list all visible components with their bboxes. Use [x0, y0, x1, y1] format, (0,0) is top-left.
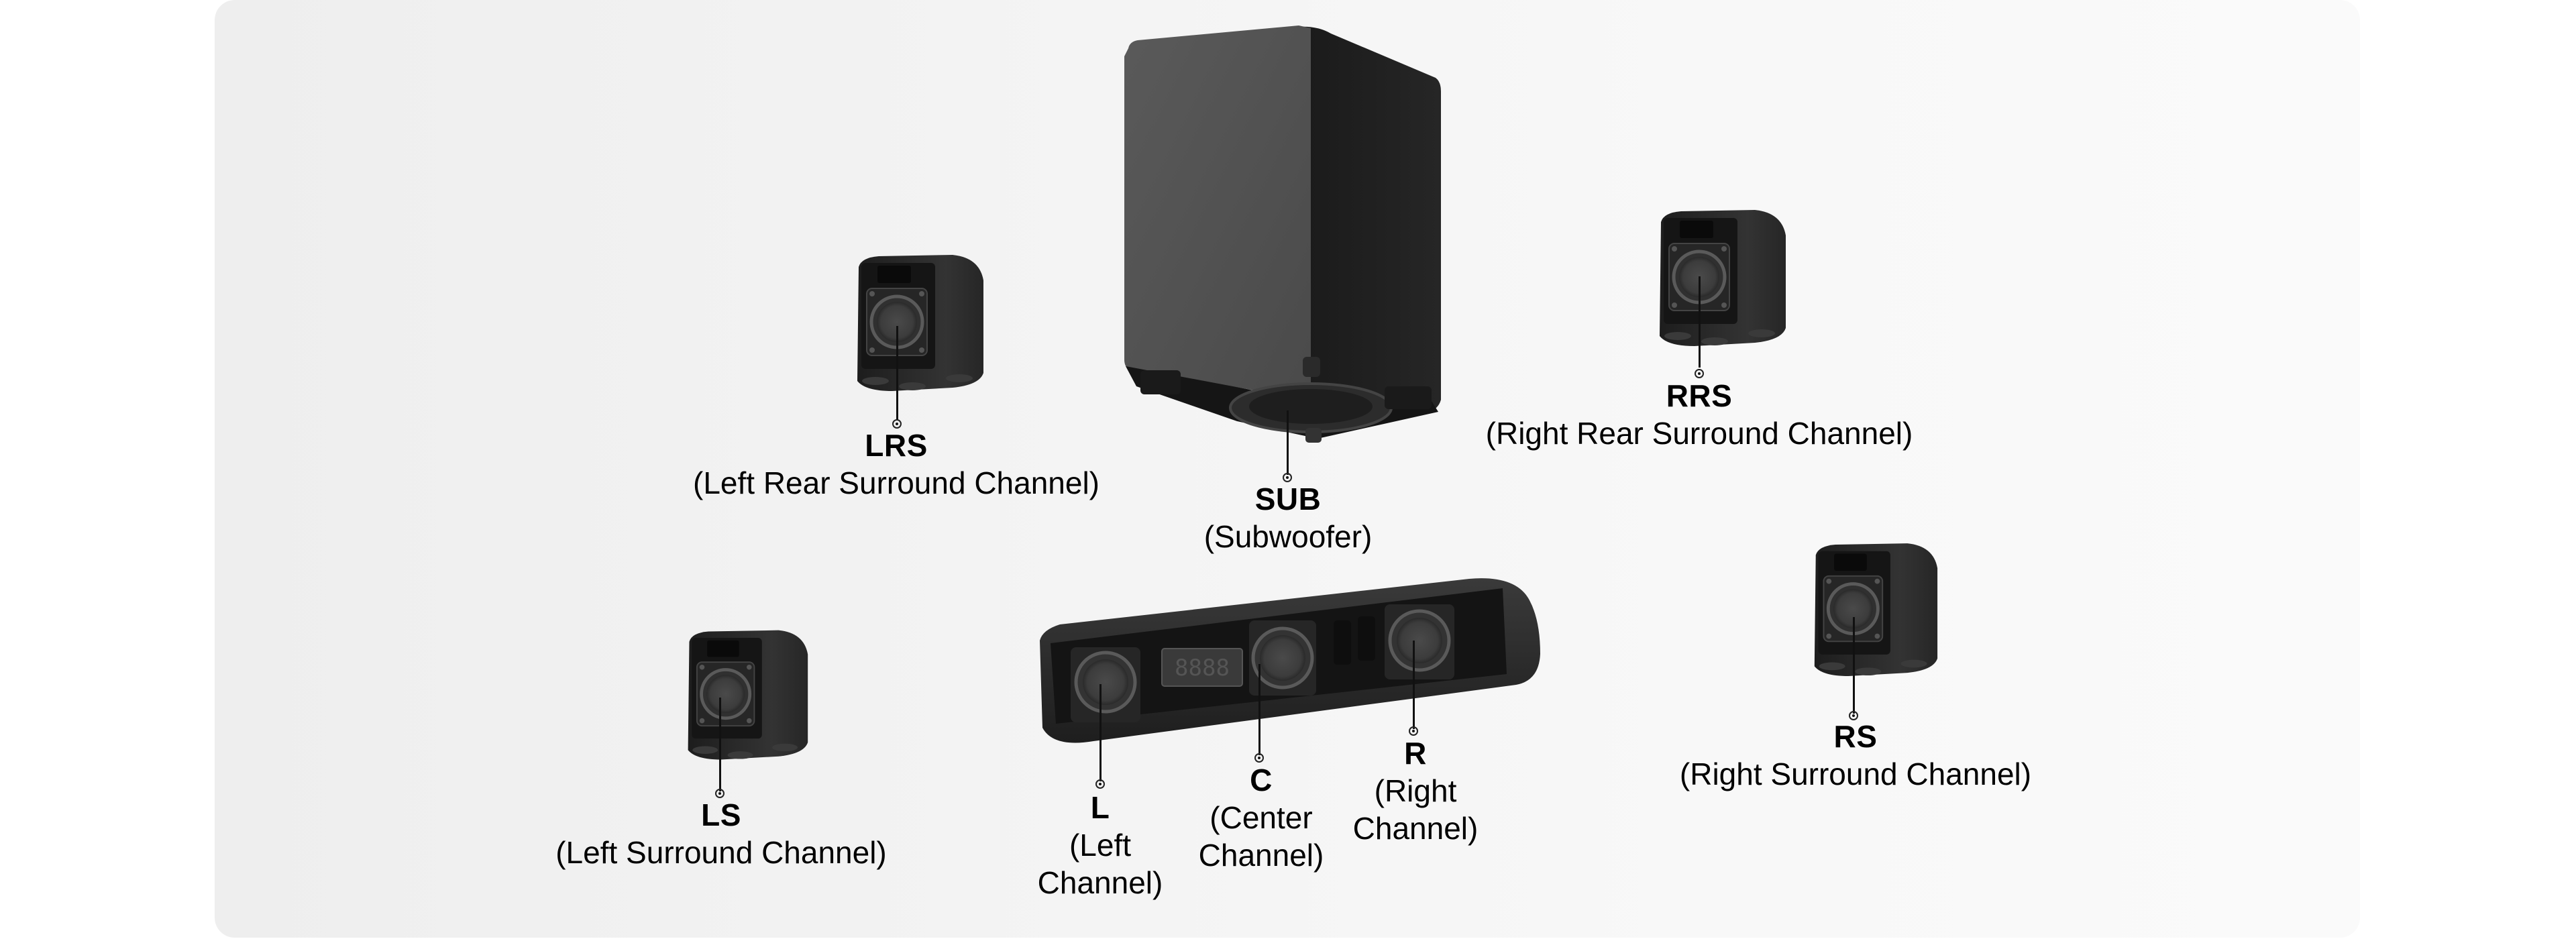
ls-description: (Left Surround Channel) [555, 835, 887, 871]
r-callout-line [1413, 641, 1415, 729]
svg-text:8888: 8888 [1175, 655, 1230, 681]
lrs-callout-line [896, 326, 898, 420]
l-callout-dot [1095, 779, 1105, 789]
rrs-callout-dot [1695, 369, 1704, 378]
rs-speaker [1814, 543, 1938, 676]
ls-callout-line [719, 698, 721, 791]
center-soundbar: 8888 [1040, 578, 1540, 743]
c-callout-line [1258, 664, 1260, 755]
c-label: C (Center Channel) [1161, 761, 1362, 874]
rs-callout-line [1853, 617, 1855, 714]
l-description-line2: Channel) [1037, 865, 1163, 901]
c-callout-dot [1254, 753, 1264, 763]
sub-callout-dot [1283, 473, 1292, 482]
lrs-description: (Left Rear Surround Channel) [693, 465, 1099, 501]
sub-code: SUB [1254, 482, 1322, 516]
l-description-line1: (Left [1069, 828, 1132, 863]
rrs-speaker [1660, 210, 1786, 346]
r-callout-dot [1409, 726, 1418, 736]
c-code: C [1250, 763, 1273, 797]
l-label: L (Left Channel) [1000, 789, 1201, 901]
lrs-callout-dot [892, 419, 902, 429]
rs-label: RS (Right Surround Channel) [1621, 718, 2090, 793]
sub-callout-line [1287, 410, 1289, 475]
rrs-description: (Right Rear Surround Channel) [1485, 416, 1913, 451]
l-code: L [1090, 790, 1110, 825]
c-description-line2: Channel) [1198, 838, 1324, 873]
ls-callout-dot [715, 789, 724, 798]
ls-label: LS (Left Surround Channel) [470, 796, 973, 871]
rs-description: (Right Surround Channel) [1679, 757, 2032, 792]
rrs-callout-line [1699, 276, 1701, 368]
c-description-line1: (Center [1210, 800, 1313, 836]
lrs-speaker [857, 255, 983, 391]
rs-code: RS [1833, 719, 1878, 754]
sub-label: SUB (Subwoofer) [1154, 480, 1422, 555]
rs-callout-dot [1849, 711, 1858, 720]
rrs-code: RRS [1666, 378, 1733, 413]
subwoofer [1124, 25, 1441, 443]
lrs-code: LRS [865, 428, 928, 463]
r-code: R [1404, 736, 1427, 771]
r-description-line1: (Right [1374, 773, 1457, 809]
ls-speaker [688, 630, 808, 760]
sub-description: (Subwoofer) [1203, 519, 1373, 555]
ls-code: LS [701, 797, 741, 832]
l-callout-line [1099, 684, 1102, 781]
rrs-label: RRS (Right Rear Surround Channel) [1431, 377, 1968, 452]
lrs-label: LRS (Left Rear Surround Channel) [628, 427, 1165, 502]
r-description-line2: Channel) [1352, 811, 1479, 846]
r-label: R (Right Channel) [1315, 734, 1516, 847]
